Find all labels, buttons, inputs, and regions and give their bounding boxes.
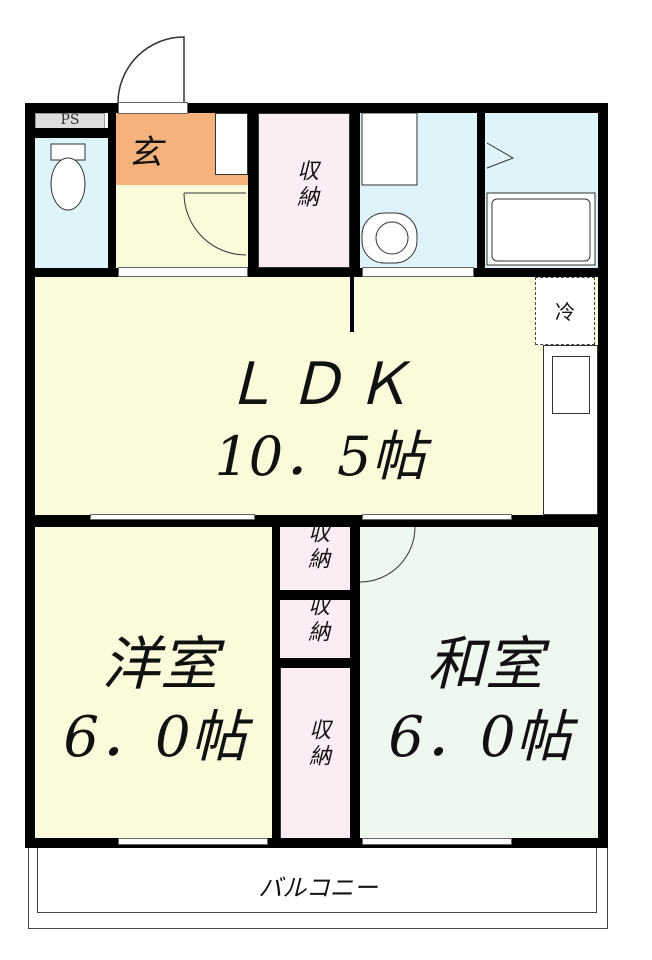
bathroom: [485, 113, 598, 268]
wall: [25, 103, 35, 848]
window: [118, 838, 268, 845]
hallway: [116, 185, 248, 268]
wall: [350, 277, 354, 332]
genkan-label: 玄: [128, 133, 162, 173]
storage-label: 収納: [293, 159, 318, 211]
toilet-room: [35, 138, 108, 268]
door-opening: [118, 267, 248, 277]
wall: [25, 128, 108, 138]
fridge-label: 冷: [555, 300, 575, 324]
wall: [477, 113, 485, 268]
door-opening: [362, 267, 474, 277]
storage-label: 収納: [304, 521, 329, 573]
wall: [272, 515, 280, 848]
entry-door-opening: [118, 102, 188, 114]
japanese-room-size: 6．0帖: [388, 705, 572, 770]
storage-2: 収納: [280, 594, 350, 658]
balcony: バルコニー: [28, 848, 608, 929]
wall: [350, 515, 360, 848]
shoe-cabinet: [215, 113, 248, 175]
ps-space: PS: [35, 112, 105, 129]
door-swing-icon: [360, 527, 416, 583]
fridge-space: 冷: [535, 277, 595, 345]
storage-top: 収納: [258, 113, 350, 268]
entry-door-icon: [117, 36, 185, 104]
wall: [350, 103, 360, 277]
storage-label: 収納: [304, 594, 329, 646]
ldk-size: 10．5帖: [214, 425, 426, 488]
kitchen-sink-icon: [552, 356, 590, 414]
ldk-room: ＬＤＫ 10．5帖 冷: [35, 277, 598, 515]
ldk-label: ＬＤＫ: [220, 350, 419, 418]
wall: [248, 113, 258, 268]
western-room-label: 洋室: [101, 630, 218, 698]
japanese-room: 和室 6．0帖: [360, 527, 598, 840]
storage-1: 収納: [280, 521, 350, 590]
wall: [25, 838, 608, 848]
storage-3: 収納: [280, 668, 350, 840]
window: [362, 838, 512, 845]
door-swing-icon: [183, 192, 247, 256]
wall: [272, 590, 360, 600]
ps-label: PS: [60, 112, 80, 128]
wall: [25, 268, 608, 277]
wall: [598, 103, 608, 848]
japanese-room-label: 和室: [426, 630, 543, 698]
wall: [108, 113, 116, 268]
bathtub-icon: [486, 142, 596, 266]
toilet-icon: [50, 143, 86, 211]
kitchen-counter: [543, 345, 598, 515]
balcony-label: バルコニー: [258, 874, 378, 902]
washer-sink-icon: [361, 112, 418, 264]
storage-label: 収納: [305, 718, 330, 770]
western-room-size: 6．0帖: [63, 705, 247, 770]
washroom: [360, 112, 477, 268]
balcony-inner: [37, 848, 597, 913]
genkan: 玄: [116, 113, 248, 185]
wall: [25, 103, 608, 113]
door-opening: [90, 514, 255, 520]
western-room: 洋室 6．0帖: [35, 527, 272, 840]
door-opening: [362, 514, 512, 520]
wall: [272, 658, 360, 668]
